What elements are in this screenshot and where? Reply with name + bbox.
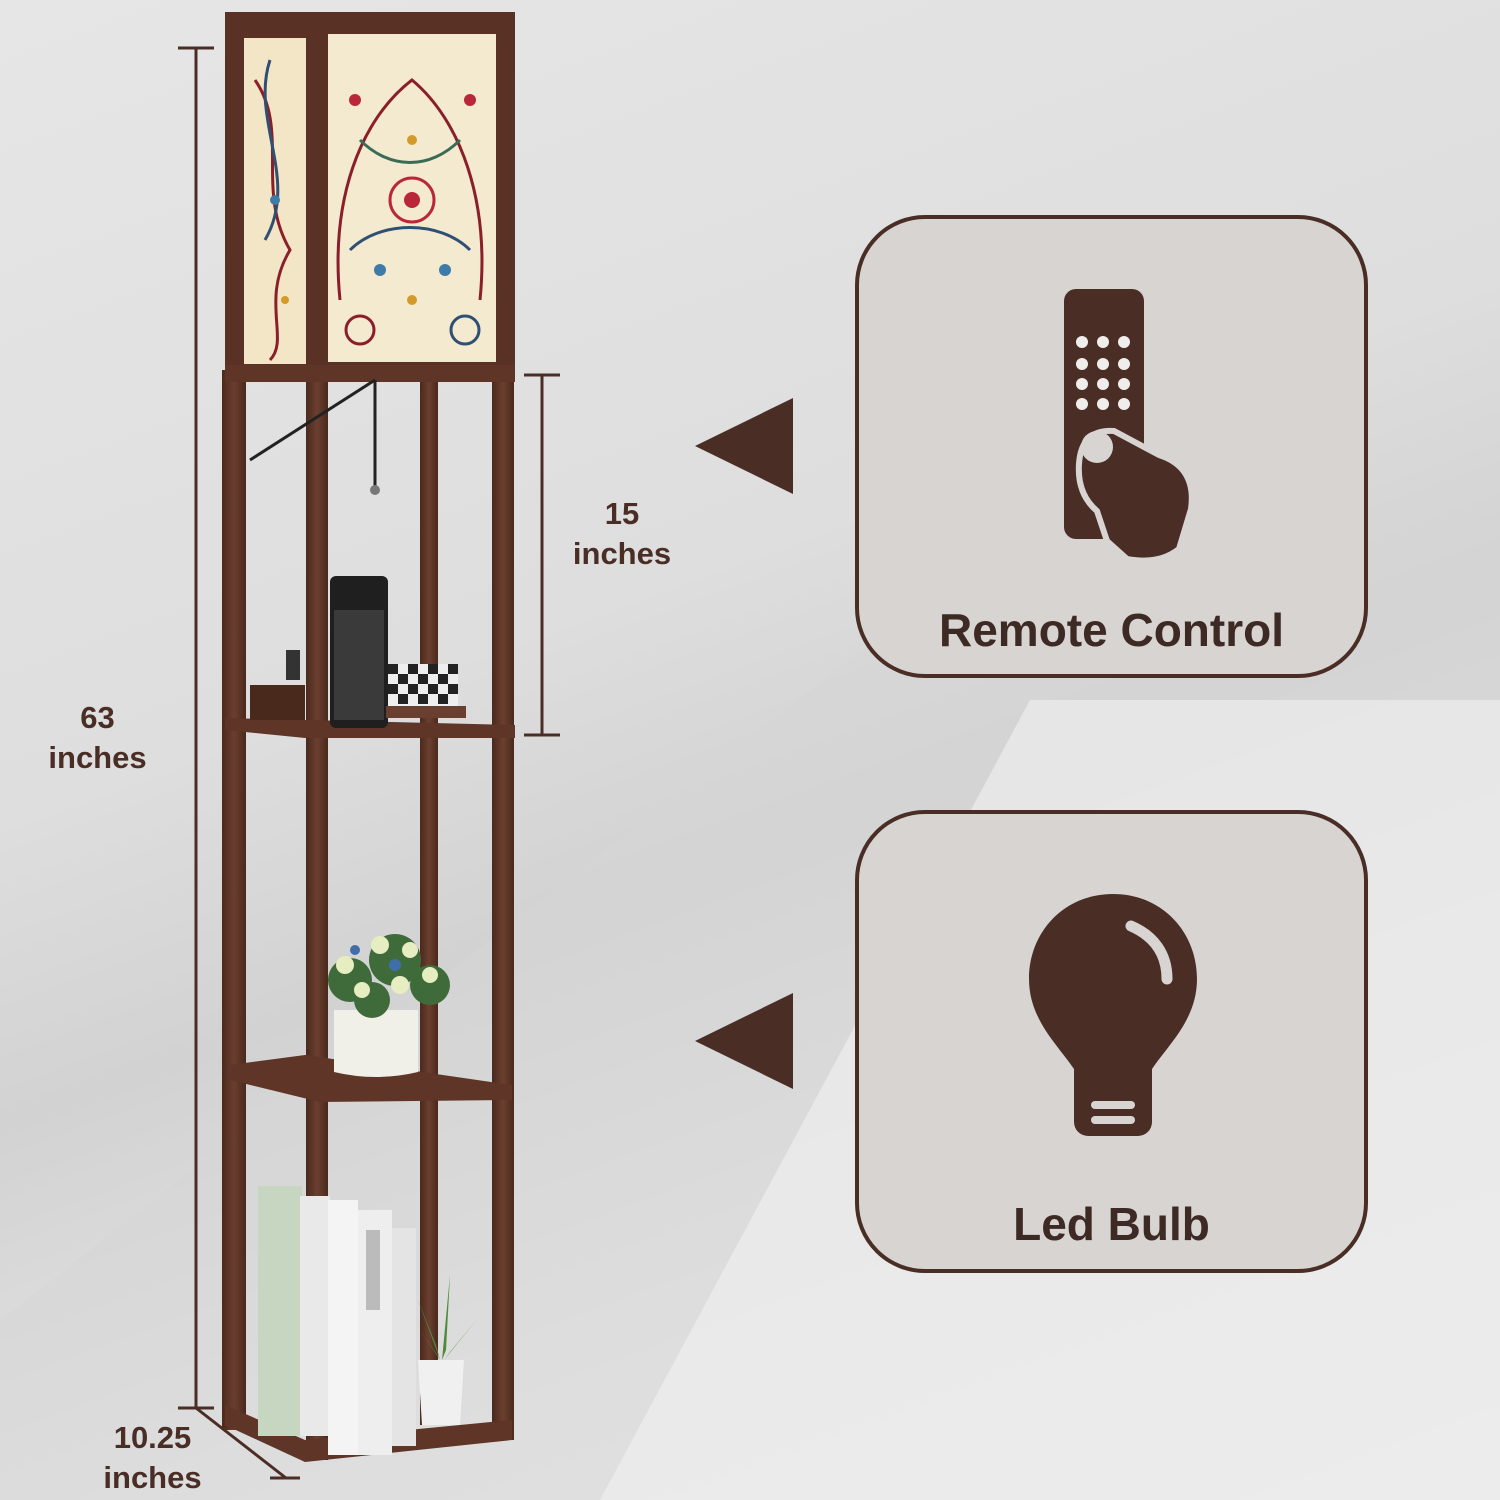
remote-control-card: Remote Control bbox=[855, 215, 1368, 678]
remote-pointer-arrow bbox=[695, 398, 793, 494]
bulb-pointer-arrow bbox=[695, 993, 793, 1089]
base-width-dimension-label: 10.25 inches bbox=[103, 1420, 202, 1495]
led-bulb-card: Led Bulb bbox=[855, 810, 1368, 1273]
books-decor bbox=[258, 1186, 416, 1455]
remote-control-hand-icon bbox=[1064, 289, 1195, 564]
small-plant-decor bbox=[418, 1275, 478, 1425]
remote-control-label: Remote Control bbox=[939, 604, 1284, 656]
speaker-decor bbox=[330, 576, 388, 728]
light-bulb-icon bbox=[1029, 894, 1197, 1136]
led-bulb-label: Led Bulb bbox=[1013, 1198, 1210, 1250]
chess-board-decor bbox=[386, 664, 466, 718]
flower-pot-decor bbox=[328, 934, 450, 1077]
height-dimension-label: 63 inches bbox=[48, 700, 147, 775]
shelf-spacing-dimension-label: 15 inches bbox=[572, 496, 672, 571]
lamp-shade bbox=[225, 12, 515, 372]
